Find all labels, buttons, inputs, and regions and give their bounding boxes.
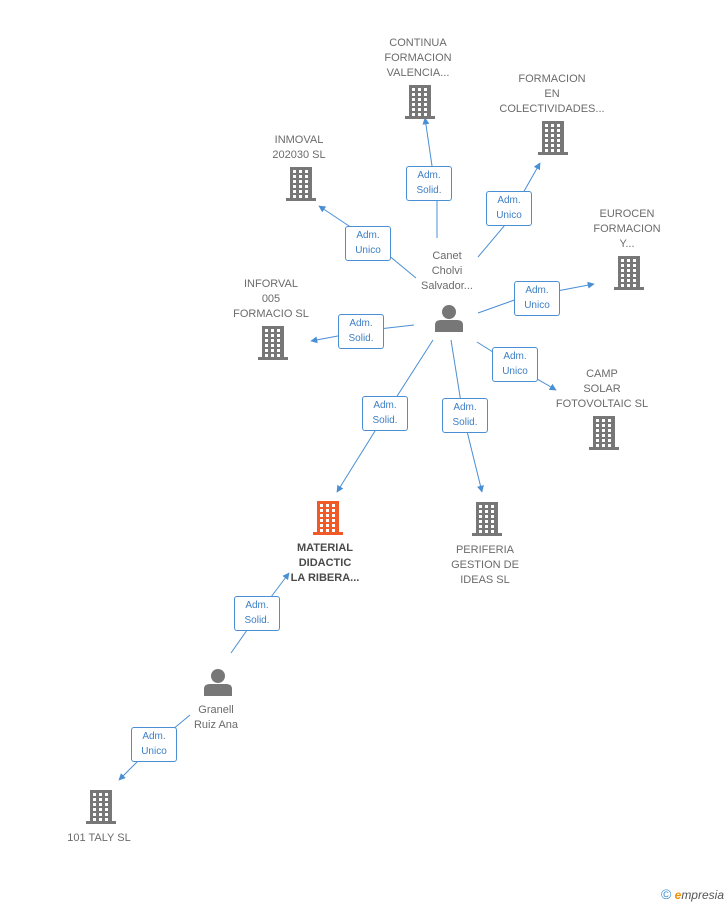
relation-label-canet-camp_solar[interactable]: Adm. Unico	[492, 347, 538, 382]
node-periferia[interactable]: PERIFERIA GESTION DE IDEAS SL	[451, 544, 519, 586]
brand-logo: empresia	[674, 888, 724, 902]
relation-label-canet-eurocen[interactable]: Adm. Unico	[514, 281, 560, 316]
node-camp-solar[interactable]: CAMP SOLAR FOTOVOLTAIC SL	[555, 368, 649, 410]
node-granell-ruiz[interactable]: Granell Ruiz Ana	[193, 704, 239, 731]
copyright-icon: ©	[660, 886, 672, 902]
building-icon	[614, 256, 644, 290]
node-continua-formacion[interactable]: CONTINUA FORMACION VALENCIA...	[384, 37, 452, 79]
building-icon	[405, 85, 435, 119]
node-material-didactic[interactable]: MATERIAL DIDACTIC LA RIBERA...	[290, 542, 360, 584]
relation-label-canet-periferia[interactable]: Adm. Solid.	[442, 398, 488, 433]
relation-label-canet-material[interactable]: Adm. Solid.	[362, 396, 408, 431]
footer-brand: © empresia	[661, 886, 724, 902]
relation-label-canet-inmoval[interactable]: Adm. Unico	[345, 226, 391, 261]
building-icon	[286, 167, 316, 201]
building-icon	[589, 416, 619, 450]
node-icons	[86, 85, 644, 824]
node-inmoval[interactable]: INMOVAL 202030 SL	[272, 134, 326, 161]
person-icon	[204, 669, 232, 696]
node-canet-cholvi[interactable]: Canet Cholvi Salvador...	[421, 250, 473, 292]
building-icon	[258, 326, 288, 360]
relation-label-canet-continua[interactable]: Adm. Solid.	[406, 166, 452, 201]
node-inforval[interactable]: INFORVAL 005 FORMACIO SL	[233, 278, 309, 320]
node-formacion-colectividades[interactable]: FORMACION EN COLECTIVIDADES...	[499, 73, 605, 115]
building-icon	[86, 790, 116, 824]
building-icon	[472, 502, 502, 536]
relation-label-canet-formacion_colect[interactable]: Adm. Unico	[486, 191, 532, 226]
building-icon	[538, 121, 568, 155]
person-icon	[435, 305, 463, 332]
node-101-taly[interactable]: 101 TALY SL	[67, 832, 131, 844]
building-icon	[313, 501, 343, 535]
node-eurocen[interactable]: EUROCEN FORMACION Y...	[593, 208, 661, 250]
relation-label-canet-inforval[interactable]: Adm. Solid.	[338, 314, 384, 349]
relation-label-granell-taly[interactable]: Adm. Unico	[131, 727, 177, 762]
relation-label-granell-material[interactable]: Adm. Solid.	[234, 596, 280, 631]
